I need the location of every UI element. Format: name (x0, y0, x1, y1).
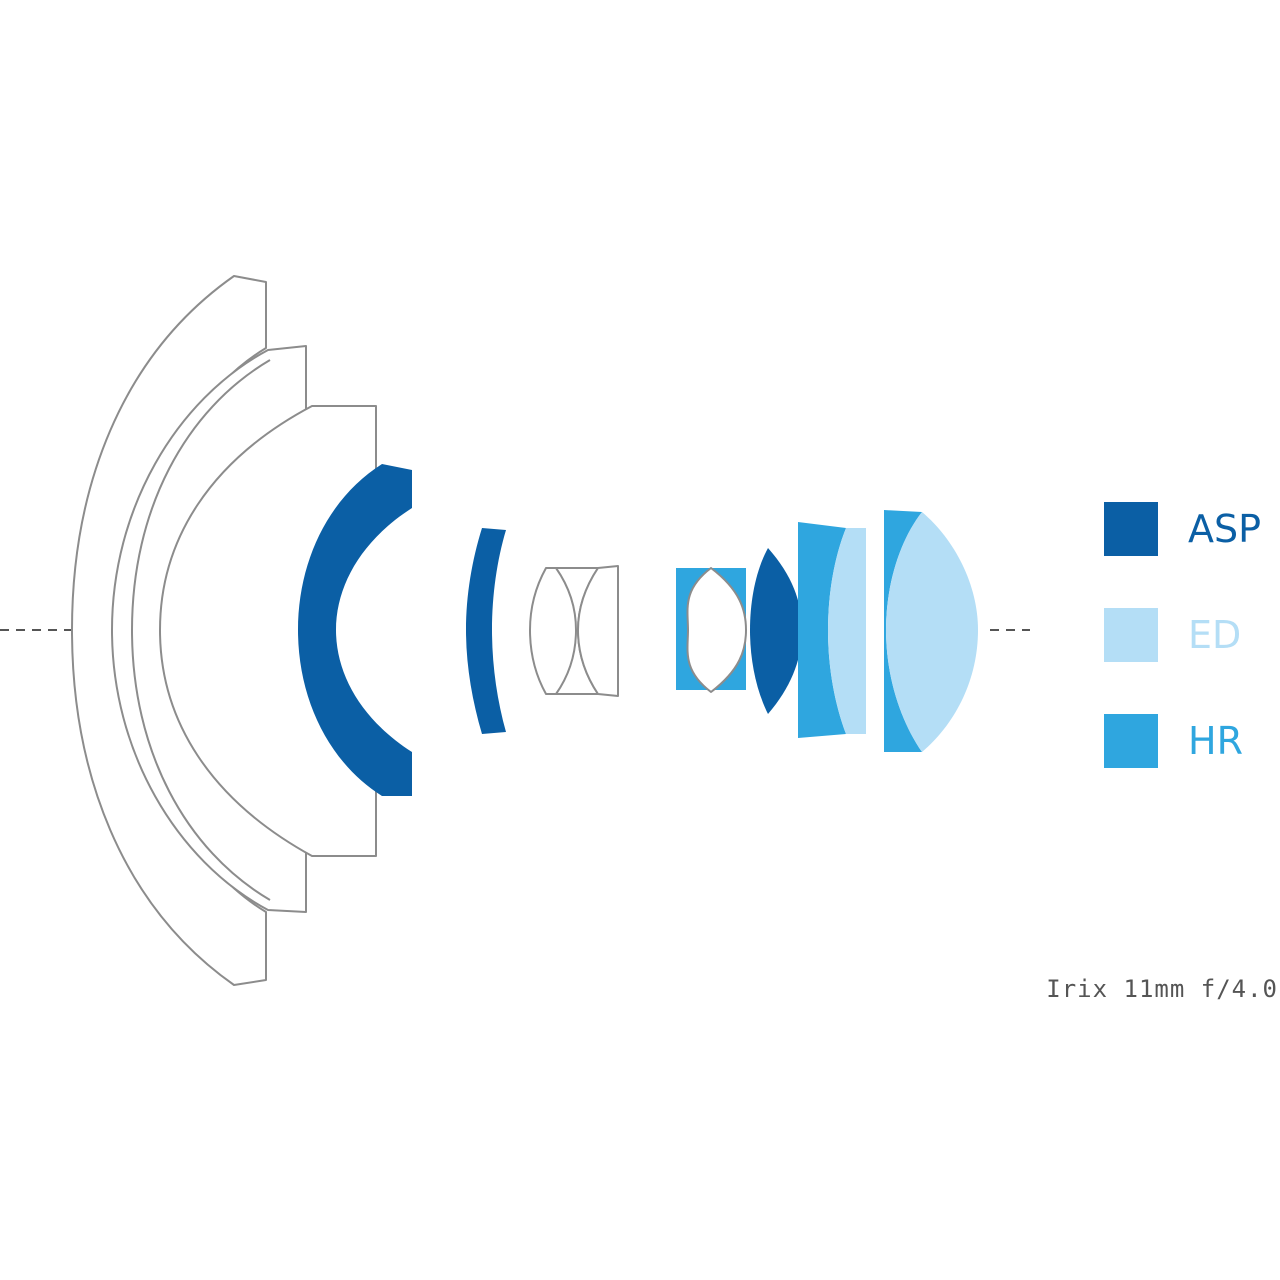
lens-element-2-inner-curve (130, 359, 271, 901)
lens-element-5-asp (466, 528, 506, 734)
lens-element-9-asp (750, 548, 802, 714)
lens-element-11-ed (828, 528, 866, 734)
lens-element-4-asp (298, 464, 412, 796)
legend-label-ed: ED (1188, 613, 1241, 657)
legend: ASP ED HR (1104, 502, 1261, 768)
lens-element-7 (577, 565, 619, 697)
legend-swatch-hr (1104, 714, 1158, 768)
lens-element-6-7-divider (555, 567, 578, 695)
lens-element-10-hr (798, 522, 846, 738)
lens-element-13-ed (886, 512, 978, 752)
lens-model-caption: Irix 11mm f/4.0 (1046, 975, 1278, 1003)
lens-element-12-hr (884, 510, 922, 752)
legend-swatch-asp (1104, 502, 1158, 556)
lens-element-8-inner-biconvex (686, 567, 747, 693)
legend-label-asp: ASP (1188, 507, 1261, 551)
legend-swatch-ed (1104, 608, 1158, 662)
legend-label-hr: HR (1188, 719, 1243, 763)
